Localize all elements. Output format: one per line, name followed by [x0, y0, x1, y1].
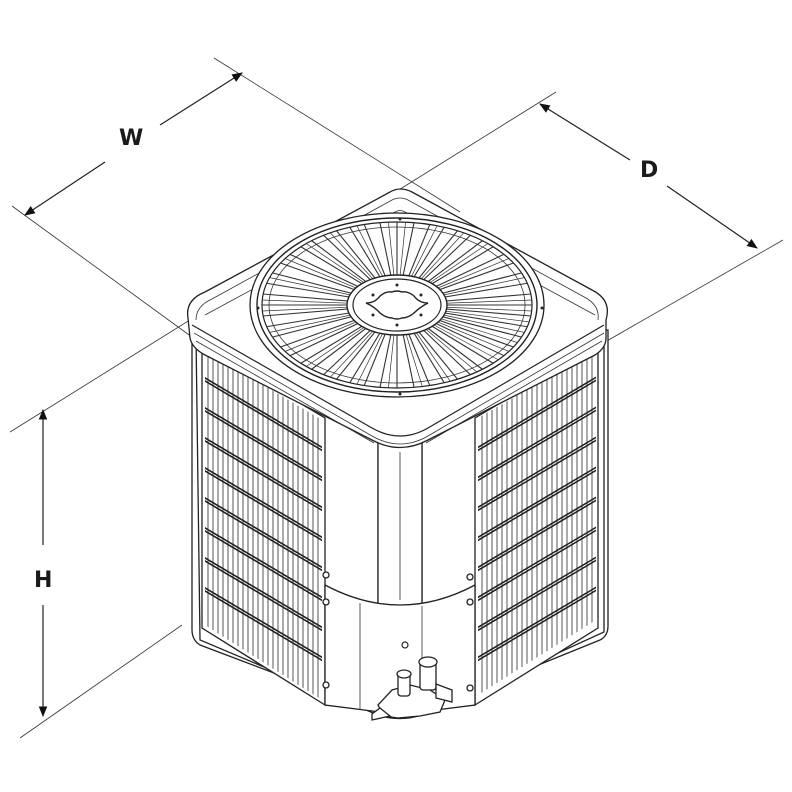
width-dimension-label: W [119, 126, 144, 151]
service-valves [371, 656, 453, 721]
depth-dimension-label: D [640, 158, 659, 183]
fan-guard [249, 212, 545, 398]
condenser-unit [186, 188, 609, 721]
height-dimension-label: H [34, 568, 53, 593]
panel-screws [322, 571, 474, 692]
